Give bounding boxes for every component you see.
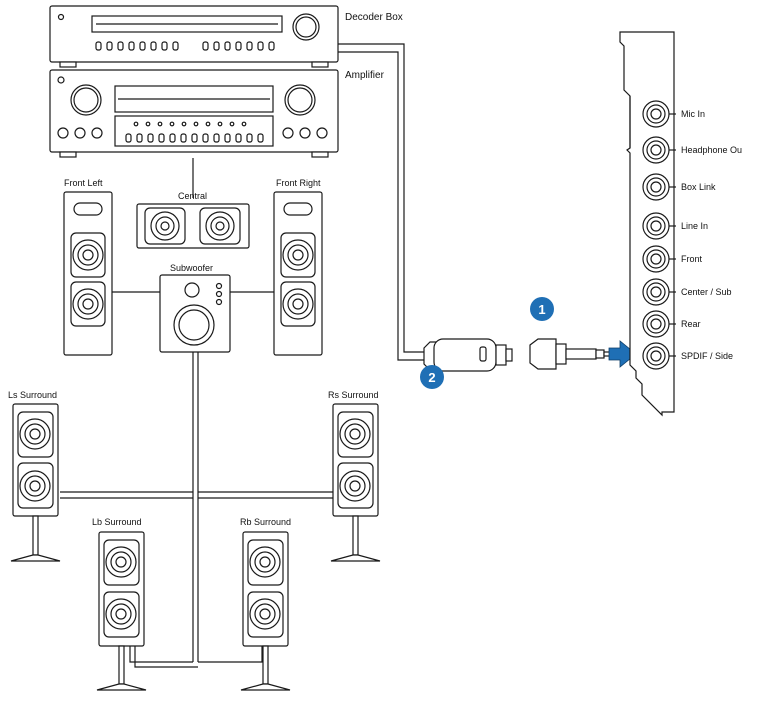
optical-connector-plug[interactable] [423,338,513,372]
front-right-speaker [273,191,323,356]
amplifier-small-buttons [125,121,264,143]
ls-surround-speaker [10,403,61,562]
speaker-driver-icon [337,462,374,509]
optical-connector-adapter[interactable] [529,338,611,370]
port-label-line-in: Line In [681,221,708,231]
speaker-driver-icon [199,207,241,245]
subwoofer-label: Subwoofer [170,263,213,273]
port-label-mic-in: Mic In [681,109,705,119]
decoder-box [49,5,339,68]
central-speaker [136,203,250,249]
lb-surround-speaker [96,531,147,691]
port-label-front: Front [681,254,703,264]
card-port-spdif-side[interactable] [642,342,676,370]
speaker-driver-icon [247,539,284,586]
rs-surround-label: Rs Surround [328,390,379,400]
amplifier-right-buttons [282,127,328,139]
speaker-driver-icon [103,591,140,638]
front-left-label: Front Left [64,178,103,188]
knob-icon [184,282,200,298]
rb-surround-label: Rb Surround [240,517,291,527]
amplifier-label: Amplifier [345,70,385,81]
port-label-rear: Rear [681,319,701,329]
port-label-center-sub: Center / Sub [681,287,732,297]
speaker-driver-icon [17,462,54,509]
ls-surround-label: Ls Surround [8,390,57,400]
front-left-speaker [63,191,113,356]
speaker-driver-icon [17,411,54,458]
speaker-wiring [60,158,336,668]
front-right-label: Front Right [276,178,321,188]
amplifier [49,69,339,158]
speaker-driver-icon [103,539,140,586]
speaker-driver-icon [70,232,106,278]
optical-cable [338,43,430,361]
arrow-right-icon [608,340,637,368]
svg-text:2: 2 [428,370,435,385]
card-port-line-in[interactable] [642,212,676,240]
svg-text:1: 1 [538,302,545,317]
card-port-mic-in[interactable] [642,100,676,128]
port-label-box-link: Box Link [681,182,716,192]
amplifier-left-buttons [57,127,103,139]
port-label-spdif-side: SPDIF / Side [681,351,733,361]
card-port-front[interactable] [642,245,676,273]
lb-surround-label: Lb Surround [92,517,142,527]
decoder-box-label: Decoder Box [345,12,403,23]
step-badge-1: 1 [530,297,554,321]
subwoofer [159,274,231,353]
central-label: Central [178,191,207,201]
rb-surround-speaker [240,531,291,691]
step-badge-2: 2 [420,365,444,389]
speaker-driver-icon [337,411,374,458]
port-label-headphone-out: Headphone Ou [681,145,742,155]
decoder-button-row [95,41,275,51]
speaker-driver-icon [144,207,186,245]
card-port-center-sub[interactable] [642,278,676,306]
card-port-rear[interactable] [642,310,676,338]
speaker-driver-icon [280,281,316,327]
speaker-driver-icon [247,591,284,638]
speaker-driver-icon [280,232,316,278]
card-port-headphone-out[interactable] [642,136,676,164]
card-port-box-link[interactable] [642,173,676,201]
speaker-driver-icon [70,281,106,327]
rs-surround-speaker [330,403,381,562]
